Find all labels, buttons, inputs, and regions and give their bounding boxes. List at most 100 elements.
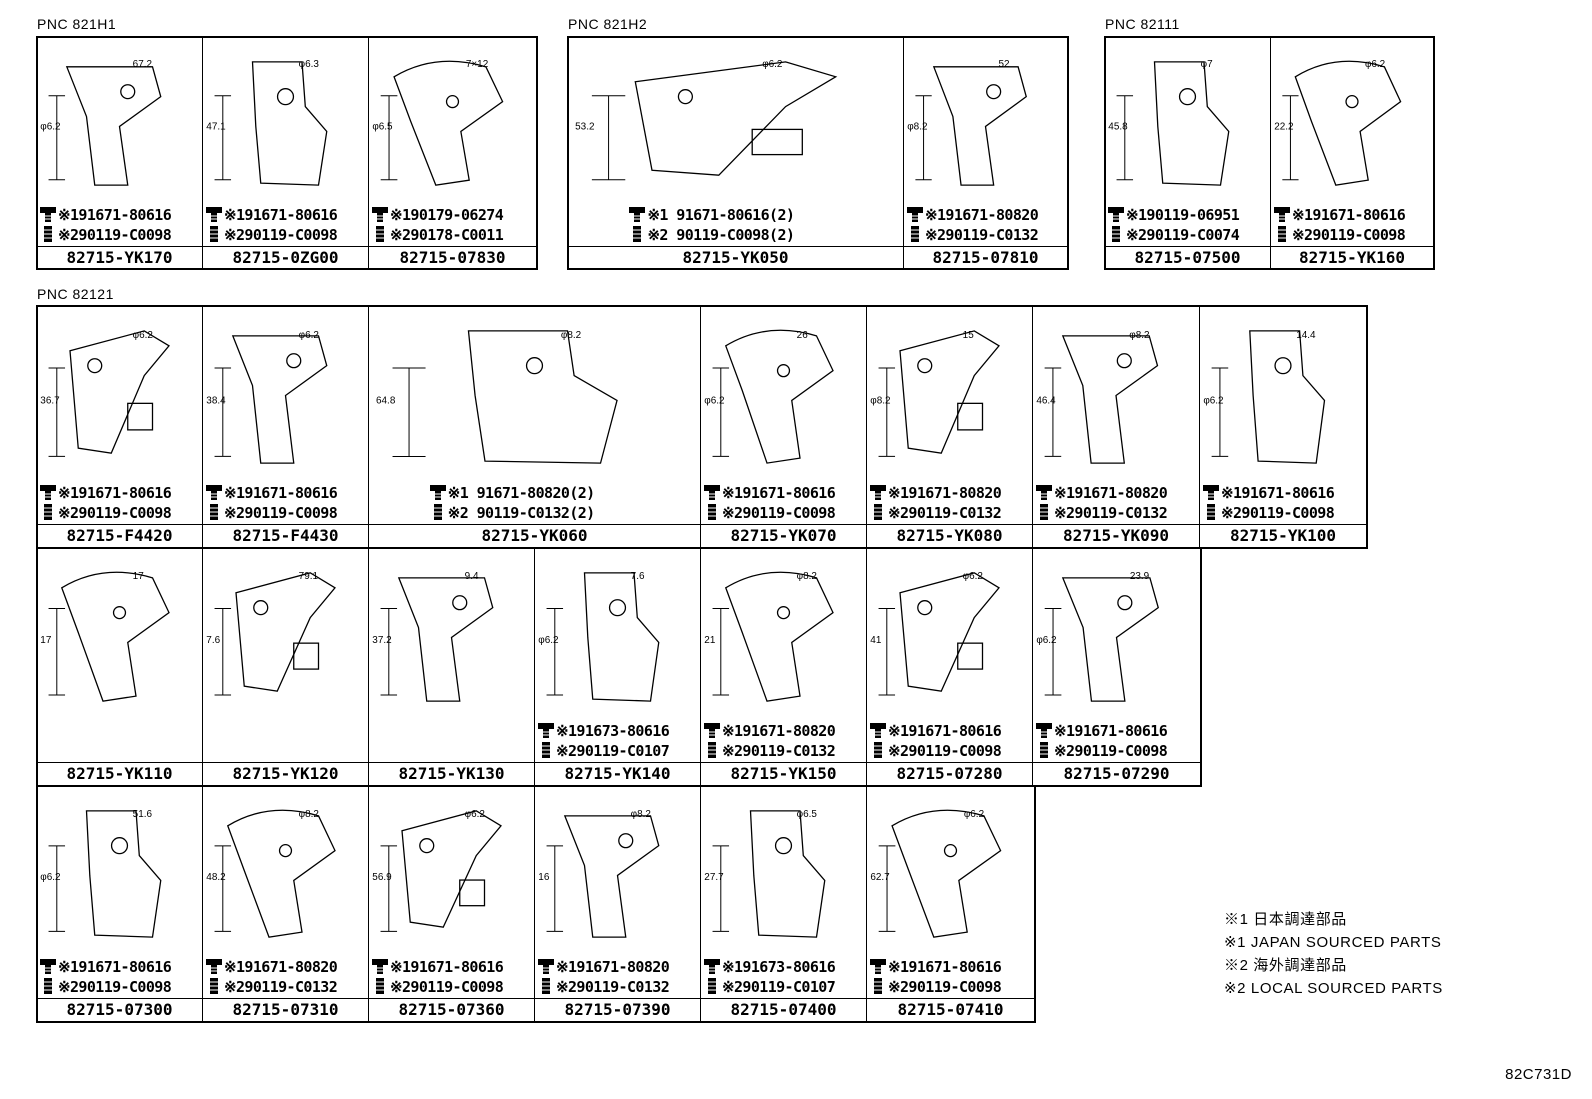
hex-bolt-icon <box>704 723 720 738</box>
bracket-drawing: 47.1 φ6.3 <box>206 59 328 186</box>
part-number: 82715-YK140 <box>535 762 700 785</box>
part-number: 82715-F4430 <box>203 524 368 547</box>
fastener-text: ※290119-C0098 <box>1054 742 1168 760</box>
fastener-text: ※290119-C0132 <box>722 742 836 760</box>
fastener-screw-number: ※2 90119-C0098(2) <box>628 226 903 245</box>
fastener-bolt-number: ※191671-80616 <box>869 722 1032 741</box>
fastener-screw-number: ※290119-C0098 <box>39 226 202 245</box>
part-drawing: 46.4 φ8.2 <box>1033 306 1199 483</box>
fastener-text: ※1 91671-80616(2) <box>647 206 795 224</box>
fastener-screw-number: ※290119-C0098 <box>703 504 866 523</box>
hex-bolt-icon <box>704 959 720 974</box>
dimension-label: φ8.2 <box>561 330 582 341</box>
part-number: 82715-YK150 <box>701 762 866 785</box>
dimension-label: φ6.3 <box>299 59 320 70</box>
group-box-82121-row3 <box>36 785 1036 1023</box>
fastener-text: ※191671-80820 <box>888 484 1002 502</box>
part-drawing: 38.4 φ6.2 <box>203 306 368 483</box>
part-number: 82715-YK070 <box>701 524 866 547</box>
fastener-screw-number: ※290119-C0098 <box>1202 504 1366 523</box>
part-number: 82715-07300 <box>37 998 202 1021</box>
dimension-label: 9.4 <box>465 571 479 582</box>
hex-bolt-icon <box>1036 723 1052 738</box>
part-drawing: 36.7 φ6.2 <box>37 306 202 483</box>
legend: ※1 日本調達部品 ※1 JAPAN SOURCED PARTS ※2 海外調達… <box>1224 908 1443 1000</box>
part-number: 82715-YK130 <box>369 762 534 785</box>
dimension-label: 26 <box>797 330 809 341</box>
part-drawing: 21 φ8.2 <box>701 548 866 721</box>
hex-bolt-icon <box>870 485 886 500</box>
hex-bolt-icon <box>429 485 446 500</box>
hex-bolt-icon <box>206 485 222 500</box>
dimension-label: φ6.2 <box>133 330 154 341</box>
fastener-screw-number: ※290119-C0132 <box>537 978 700 997</box>
part-drawing: 27.7 φ6.5 <box>701 786 866 957</box>
dimension-label: 38.4 <box>206 395 226 406</box>
fastener-screw-number: ※290119-C0132 <box>869 504 1032 523</box>
part-drawing: 22.2 φ6.2 <box>1271 37 1433 205</box>
part-cell: 64.8 φ8.2 ※1 91671-80820(2) ※2 90119-C01… <box>369 306 701 548</box>
dimension-label: 27.7 <box>704 872 724 883</box>
screw-icon <box>433 504 442 520</box>
part-number: 82715-YK050 <box>568 246 903 269</box>
fastener-screw-number: ※290119-C0132 <box>906 226 1067 245</box>
fastener-text: ※191671-80616 <box>224 206 338 224</box>
hex-bolt-icon <box>372 207 388 222</box>
dimension-label: φ6.2 <box>762 59 783 70</box>
part-number: 82715-07400 <box>701 998 866 1021</box>
fastener-text: ※191671-80616 <box>722 484 836 502</box>
part-drawing: φ6.2 23.9 <box>1033 548 1200 721</box>
fastener-bolt-number: ※191671-80616 <box>371 958 534 977</box>
fastener-bolt-number: ※1 91671-80820(2) <box>429 484 700 503</box>
fastener-text: ※290119-C0098 <box>58 504 172 522</box>
part-number: 82715-07810 <box>904 246 1067 269</box>
part-cell: 53.2 φ6.2 ※1 91671-80616(2) ※2 90119-C00… <box>568 37 904 270</box>
part-drawing: φ8.2 15 <box>867 306 1032 483</box>
fastener-bolt-number: ※191671-80616 <box>1273 206 1433 225</box>
dimension-label: 51.6 <box>133 809 153 820</box>
fastener-bolt-number: ※191671-80820 <box>1035 484 1199 503</box>
dimension-label: φ6.2 <box>1203 395 1224 406</box>
fastener-text: ※290119-C0132 <box>1054 504 1168 522</box>
screw-icon <box>911 226 919 242</box>
legend-line-4: ※2 LOCAL SOURCED PARTS <box>1224 980 1443 997</box>
bracket-drawing: 36.7 φ6.2 <box>40 330 170 457</box>
dimension-label: 16 <box>538 872 550 883</box>
hex-bolt-icon <box>870 959 886 974</box>
bracket-drawing: 27.7 φ6.5 <box>704 809 826 938</box>
dimension-label: φ6.2 <box>964 809 985 820</box>
fastener-text: ※2 90119-C0098(2) <box>647 226 795 244</box>
screw-icon <box>874 978 882 994</box>
fastener-screw-number: ※290119-C0132 <box>703 742 866 761</box>
fastener-text: ※191671-80820 <box>925 206 1039 224</box>
dimension-label: φ8.2 <box>870 395 891 406</box>
bracket-drawing: 7.6 79.1 <box>206 571 336 696</box>
dimension-label: φ6.2 <box>40 872 61 883</box>
part-number: 82715-07830 <box>369 246 536 269</box>
fastener-text: ※2 90119-C0132(2) <box>447 504 595 522</box>
part-drawing: φ6.2 26 <box>701 306 866 483</box>
part-number: 82715-07360 <box>369 998 534 1021</box>
hex-bolt-icon <box>206 959 222 974</box>
part-cell: 37.2 9.4 82715-YK130 <box>369 548 535 786</box>
bracket-drawing: 37.2 9.4 <box>372 571 494 702</box>
legend-line-3: ※2 海外調達部品 <box>1224 957 1347 974</box>
fastener-bolt-number: ※191671-80616 <box>39 958 202 977</box>
bracket-drawing: φ6.2 7.6 <box>538 571 660 702</box>
part-drawing: φ6.2 14.4 <box>1200 306 1366 483</box>
bracket-drawing: 64.8 φ8.2 <box>376 330 618 464</box>
fastener-text: ※290119-C0098 <box>888 978 1002 996</box>
fastener-text: ※191673-80616 <box>722 958 836 976</box>
dimension-label: φ8.2 <box>797 571 818 582</box>
dimension-label: 21 <box>704 635 716 646</box>
bracket-drawing: 46.4 φ8.2 <box>1036 330 1159 464</box>
